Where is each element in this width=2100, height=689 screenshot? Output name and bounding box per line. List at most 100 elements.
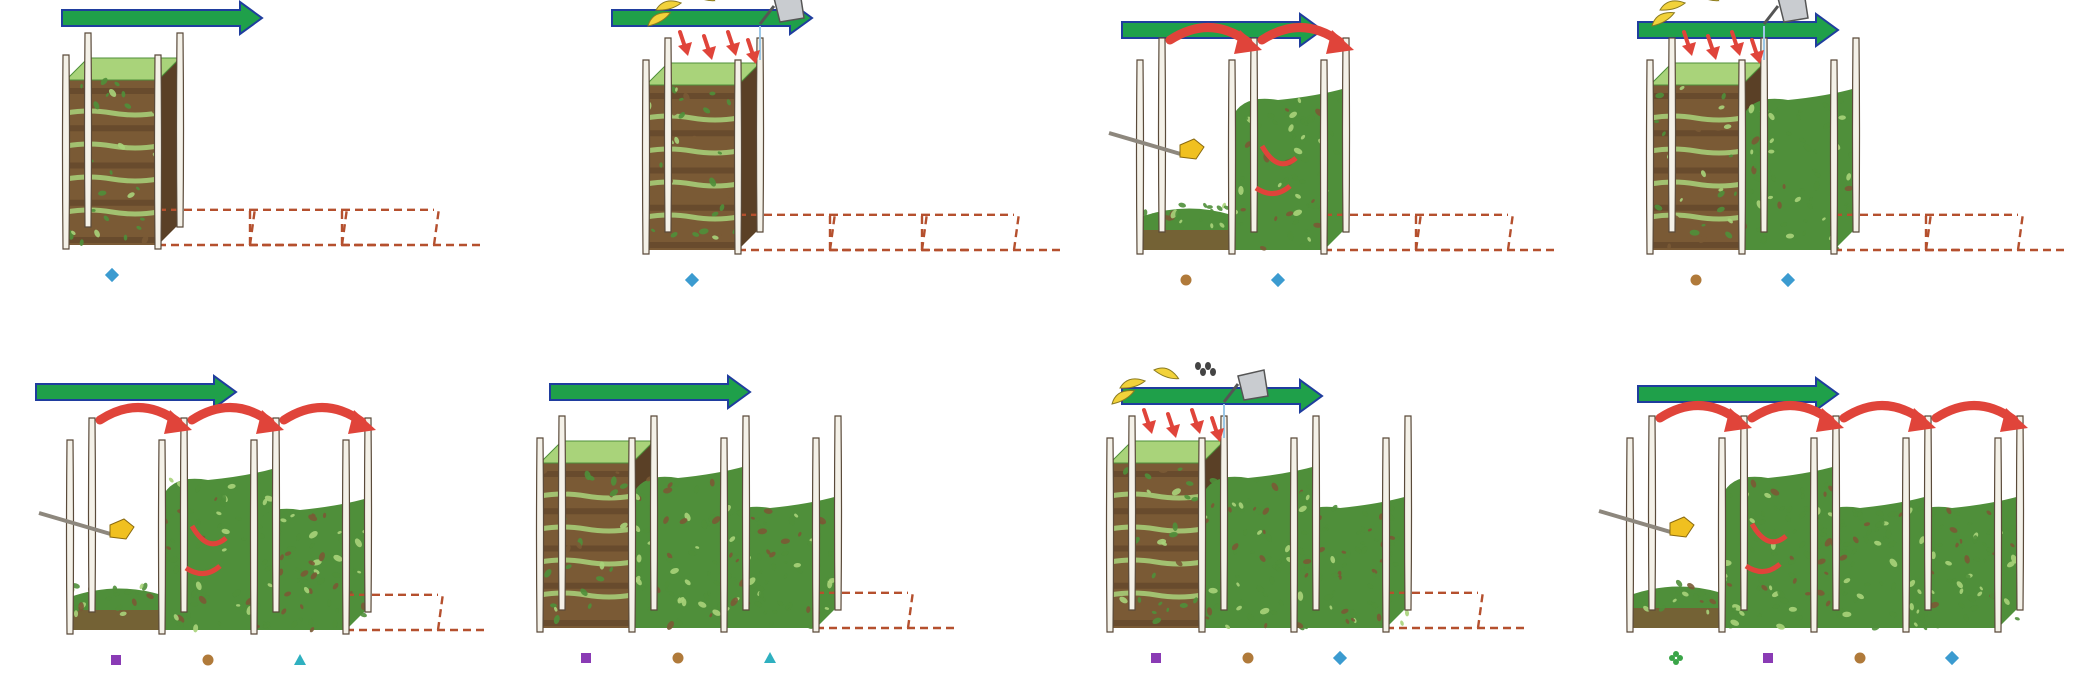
- compost-base: [1630, 608, 1722, 628]
- leaf-texture: [619, 483, 628, 489]
- leaf-texture: [1643, 605, 1650, 612]
- leaf-texture: [1672, 598, 1677, 603]
- leaf-texture: [596, 576, 605, 582]
- leaf-texture: [756, 585, 765, 592]
- leaf-texture: [683, 92, 690, 103]
- leaf-texture: [1400, 620, 1404, 626]
- leaf-texture: [1292, 219, 1299, 226]
- leaf-texture: [1785, 515, 1791, 523]
- leaf-texture: [1780, 222, 1788, 227]
- leaf-texture: [1885, 529, 1892, 539]
- add-arrow-head: [1190, 420, 1204, 434]
- leaf-texture: [1726, 493, 1733, 498]
- leaf-texture: [692, 232, 700, 237]
- leaf-texture: [1953, 511, 1961, 516]
- bin-post: [61, 54, 71, 250]
- leaf-texture: [819, 521, 825, 525]
- leaf-texture: [726, 99, 731, 106]
- leaf-texture: [1207, 607, 1213, 616]
- leaf-texture: [100, 77, 108, 85]
- leaf-texture: [759, 569, 763, 575]
- leaf-texture: [1309, 202, 1320, 210]
- bin-post: [627, 437, 637, 633]
- leaf-texture: [667, 482, 673, 488]
- leaf-texture: [707, 571, 711, 577]
- leaf-texture: [1366, 600, 1374, 605]
- leaf-texture: [1122, 467, 1130, 475]
- bin-post: [1645, 59, 1655, 255]
- leaf-texture: [1185, 481, 1194, 486]
- leaf-texture: [1151, 213, 1156, 217]
- leaf-texture: [317, 577, 325, 585]
- leaf-texture: [1235, 575, 1240, 579]
- leaf-texture: [354, 538, 362, 548]
- leaf-texture: [1253, 506, 1257, 511]
- green-layer: [539, 524, 633, 534]
- leaf-texture: [828, 550, 833, 558]
- leaf-texture: [668, 591, 675, 597]
- pitchfork-glove-icon: [1179, 138, 1205, 160]
- leaf-texture: [1959, 588, 1964, 595]
- leaf-texture: [1239, 509, 1245, 513]
- leaf-texture: [295, 533, 301, 541]
- bin-post: [641, 59, 651, 255]
- leaf-texture: [1390, 551, 1393, 557]
- leaf-texture: [1718, 105, 1725, 110]
- leaf-texture: [267, 583, 273, 588]
- leaf-texture: [1271, 482, 1279, 491]
- leaf-texture: [675, 618, 683, 626]
- leaf-texture: [1758, 576, 1764, 585]
- green-layer: [1109, 590, 1203, 600]
- leaf-texture: [1655, 152, 1660, 156]
- leaf-texture: [1875, 510, 1884, 517]
- square-marker: [111, 655, 121, 665]
- green-layer: [1649, 146, 1743, 156]
- leaf-texture: [1846, 173, 1852, 181]
- leaf-texture: [1142, 216, 1147, 222]
- leaf-texture: [263, 621, 271, 629]
- leaf-texture: [726, 190, 731, 198]
- leaf-texture: [1146, 489, 1151, 494]
- leaf-texture: [1844, 202, 1849, 206]
- leaf-texture: [196, 518, 201, 526]
- leaf-texture: [166, 546, 172, 550]
- leaf-texture: [609, 566, 614, 572]
- leaf-texture: [176, 620, 185, 628]
- turn-arrow: [1747, 401, 1835, 425]
- leaf-texture: [140, 217, 145, 221]
- bin-post: [1319, 59, 1329, 255]
- leaf-texture: [117, 142, 126, 150]
- leaf-texture: [1219, 213, 1225, 218]
- leaf-texture: [670, 232, 678, 238]
- progress-arrow: [35, 374, 238, 410]
- brown-layer: [1110, 471, 1202, 477]
- leaf-texture: [712, 609, 721, 616]
- leaf-texture: [576, 497, 584, 503]
- add-arrow-head: [1142, 420, 1156, 434]
- leaf-texture: [1228, 506, 1232, 513]
- leaf-texture: [123, 589, 133, 595]
- bin-post: [755, 37, 765, 233]
- leaf-texture: [1800, 487, 1805, 494]
- leaf-texture: [1749, 518, 1755, 524]
- leaf-texture: [1852, 512, 1858, 518]
- leaf-texture: [768, 621, 774, 627]
- bin-post: [65, 439, 75, 635]
- brown-layer: [1650, 242, 1742, 248]
- leaf-texture: [1681, 591, 1689, 597]
- leaf-texture: [1803, 219, 1808, 223]
- leaf-texture: [1267, 556, 1272, 560]
- leaf-texture: [103, 215, 110, 222]
- circle-marker: [1180, 274, 1192, 286]
- leaf-texture: [703, 107, 711, 114]
- leaf-texture: [310, 572, 318, 580]
- leaf-texture: [580, 588, 588, 596]
- leaf-texture: [1725, 231, 1733, 239]
- leaf-texture: [296, 577, 300, 583]
- leaf-texture: [1913, 622, 1918, 627]
- leaf-texture: [216, 511, 222, 516]
- leaf-texture: [357, 570, 362, 574]
- leaf-texture: [772, 609, 778, 614]
- bin-post: [1127, 415, 1137, 611]
- leaf-texture: [1956, 538, 1961, 544]
